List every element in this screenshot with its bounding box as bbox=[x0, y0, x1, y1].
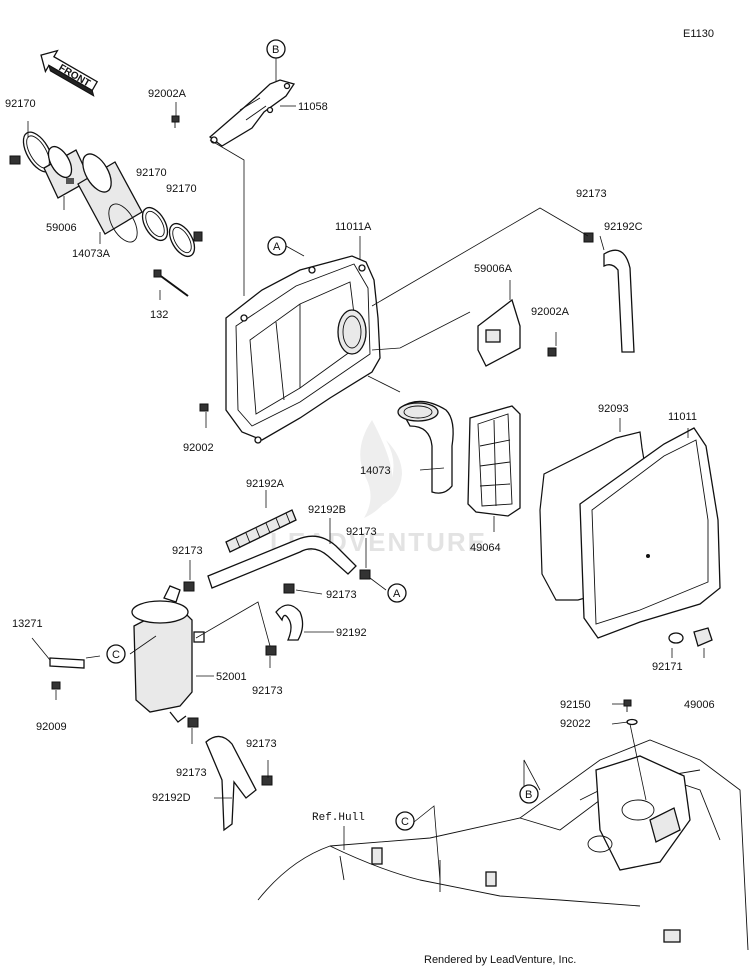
leader-lines bbox=[27, 58, 705, 881]
plate-59006A bbox=[477, 298, 521, 367]
separator-52001 bbox=[131, 585, 205, 723]
duct-14073 bbox=[397, 400, 454, 494]
clamp-92173-f bbox=[187, 717, 199, 728]
label-92173-d: 92173 bbox=[326, 589, 357, 601]
hose-92192B bbox=[207, 535, 357, 589]
label-92002: 92002 bbox=[183, 442, 214, 454]
clamp-92171 bbox=[668, 632, 684, 644]
screw-92009 bbox=[51, 681, 61, 690]
clamp-92170-right bbox=[168, 222, 203, 258]
callout-A-top: A bbox=[267, 236, 305, 257]
clamp-92173-top bbox=[583, 232, 594, 243]
clamp-92173-d bbox=[283, 583, 295, 594]
label-92170-b: 92170 bbox=[136, 167, 167, 179]
footer-credit: Rendered by LeadVenture, Inc. bbox=[424, 954, 576, 966]
ref-hull-label: Ref.Hull bbox=[312, 812, 365, 824]
clamp-92173-e bbox=[265, 645, 277, 656]
svg-text:C: C bbox=[401, 816, 409, 828]
label-92173-e: 92173 bbox=[252, 685, 283, 697]
label-92002A-right: 92002A bbox=[531, 306, 570, 318]
label-92192: 92192 bbox=[336, 627, 367, 639]
part-labels: 92170 59006 14073A 92170 92170 92002A 11… bbox=[5, 88, 715, 804]
bolt-92150 bbox=[623, 699, 632, 712]
label-92093: 92093 bbox=[598, 403, 629, 415]
clamp-92170-mid bbox=[141, 206, 169, 242]
label-92192D: 92192D bbox=[152, 792, 191, 804]
label-92009: 92009 bbox=[36, 721, 67, 733]
front-arrow-icon: FRONT bbox=[40, 49, 99, 97]
label-92192C: 92192C bbox=[604, 221, 643, 233]
callout-B-top: B bbox=[266, 39, 286, 59]
label-92173-g: 92173 bbox=[246, 738, 277, 750]
label-92022: 92022 bbox=[560, 718, 591, 730]
label-92170-c: 92170 bbox=[166, 183, 197, 195]
bracket-11058 bbox=[208, 79, 296, 147]
svg-text:B: B bbox=[525, 789, 532, 801]
label-92170: 92170 bbox=[5, 98, 36, 110]
duct-14073A bbox=[77, 153, 143, 243]
hose-92192 bbox=[275, 604, 304, 641]
bracket-13271 bbox=[49, 657, 85, 669]
watermark: LEADVENTURE bbox=[270, 420, 485, 557]
air-box-case-11011A bbox=[225, 255, 381, 444]
cover-11011 bbox=[579, 427, 721, 639]
svg-text:A: A bbox=[393, 588, 401, 600]
label-92192A: 92192A bbox=[246, 478, 285, 490]
bolt-92002A-right bbox=[547, 347, 557, 357]
label-132: 132 bbox=[150, 309, 168, 321]
clamp-92173-c bbox=[359, 569, 371, 580]
label-92173-f: 92173 bbox=[176, 767, 207, 779]
plug-49006 bbox=[693, 627, 713, 647]
label-92171: 92171 bbox=[652, 661, 683, 673]
callout-C-left: C bbox=[106, 644, 126, 664]
label-49064: 49064 bbox=[470, 542, 501, 554]
label-92173-top: 92173 bbox=[576, 188, 607, 200]
label-52001: 52001 bbox=[216, 671, 247, 683]
callout-A-mid: A bbox=[387, 583, 407, 603]
label-59006: 59006 bbox=[46, 222, 77, 234]
hose-92192D bbox=[205, 735, 257, 832]
label-92002A: 92002A bbox=[148, 88, 187, 100]
label-11058: 11058 bbox=[298, 101, 328, 113]
hull-reference bbox=[257, 739, 749, 951]
svg-text:B: B bbox=[272, 44, 279, 56]
label-11011: 11011 bbox=[668, 411, 697, 423]
label-14073A: 14073A bbox=[72, 248, 111, 260]
label-49006: 49006 bbox=[684, 699, 715, 711]
clamp-92173-g bbox=[261, 775, 273, 786]
hose-92192C bbox=[603, 249, 635, 353]
label-11011A: 11011A bbox=[335, 221, 372, 233]
label-92173-c: 92173 bbox=[346, 526, 377, 538]
washer-92022 bbox=[626, 718, 638, 726]
label-59006A: 59006A bbox=[474, 263, 513, 275]
label-92173-b: 92173 bbox=[172, 545, 203, 557]
svg-text:A: A bbox=[273, 241, 281, 253]
screen-49064 bbox=[467, 405, 521, 517]
diagram-code: E1130 bbox=[683, 28, 714, 40]
bolt-92002A-top bbox=[171, 115, 180, 128]
callout-B-bottom: B bbox=[519, 784, 539, 804]
callout-C-bottom: C bbox=[395, 811, 415, 831]
label-92192B: 92192B bbox=[308, 504, 346, 516]
bolt-132 bbox=[153, 269, 189, 297]
clamp-92173-b bbox=[183, 581, 195, 592]
clamp-92170-left bbox=[9, 131, 54, 173]
label-92150: 92150 bbox=[560, 699, 591, 711]
label-14073: 14073 bbox=[360, 465, 391, 477]
bolt-92002 bbox=[199, 403, 209, 412]
svg-text:C: C bbox=[112, 649, 120, 661]
hose-92192A bbox=[225, 509, 297, 553]
label-13271: 13271 bbox=[12, 618, 43, 630]
